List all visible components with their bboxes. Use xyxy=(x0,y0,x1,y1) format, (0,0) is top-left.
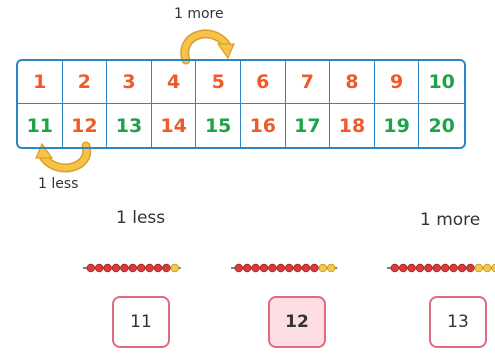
red-bead xyxy=(95,264,103,272)
red-bead xyxy=(235,264,243,272)
bead-string-13 xyxy=(387,264,495,272)
red-bead xyxy=(399,264,407,272)
number-box-center: 12 xyxy=(268,296,326,348)
red-bead xyxy=(285,264,293,272)
yellow-bead xyxy=(475,264,483,272)
red-bead xyxy=(269,264,277,272)
red-bead xyxy=(121,264,129,272)
red-bead xyxy=(252,264,260,272)
red-bead xyxy=(302,264,310,272)
number-box-right: 13 xyxy=(429,296,487,348)
red-bead xyxy=(467,264,475,272)
yellow-bead xyxy=(327,264,335,272)
red-bead xyxy=(450,264,458,272)
red-bead xyxy=(104,264,112,272)
bead-string-12 xyxy=(231,264,337,272)
red-bead xyxy=(311,264,319,272)
red-bead xyxy=(433,264,441,272)
red-bead xyxy=(391,264,399,272)
number-box-left: 11 xyxy=(112,296,170,348)
red-bead xyxy=(163,264,171,272)
red-bead xyxy=(277,264,285,272)
red-bead xyxy=(154,264,162,272)
red-bead xyxy=(260,264,268,272)
red-bead xyxy=(146,264,154,272)
red-bead xyxy=(294,264,302,272)
red-bead xyxy=(458,264,466,272)
yellow-bead xyxy=(171,264,179,272)
red-bead xyxy=(112,264,120,272)
red-bead xyxy=(137,264,145,272)
bead-string-11 xyxy=(83,264,181,272)
yellow-bead xyxy=(319,264,327,272)
red-bead xyxy=(408,264,416,272)
red-bead xyxy=(129,264,137,272)
yellow-bead xyxy=(483,264,491,272)
red-bead xyxy=(441,264,449,272)
red-bead xyxy=(243,264,251,272)
red-bead xyxy=(87,264,95,272)
red-bead xyxy=(425,264,433,272)
red-bead xyxy=(416,264,424,272)
